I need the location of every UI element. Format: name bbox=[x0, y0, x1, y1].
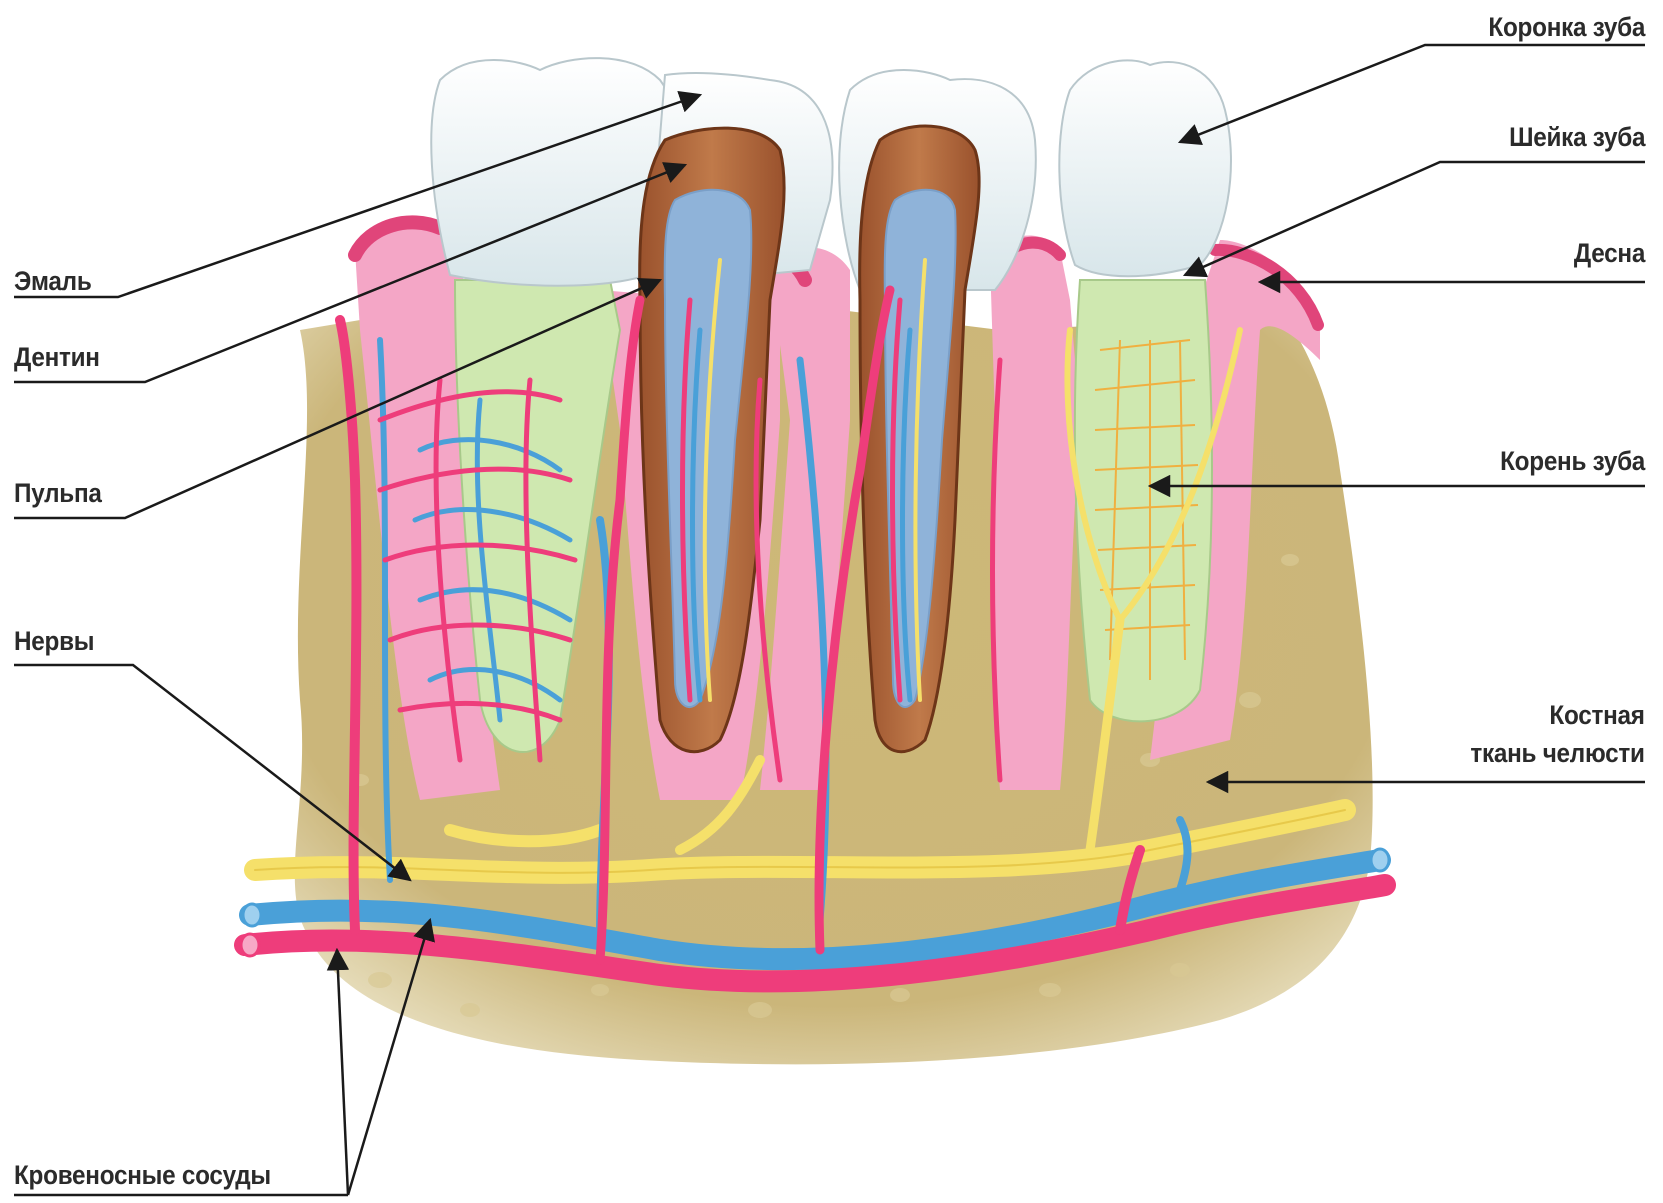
tooth-4 bbox=[1059, 60, 1231, 721]
label-pulp: Пульпа bbox=[14, 478, 102, 509]
label-nerves: Нервы bbox=[14, 626, 94, 657]
label-enamel: Эмаль bbox=[14, 266, 91, 297]
label-dentin: Дентин bbox=[14, 342, 100, 373]
label-blood-vessels: Кровеносные сосуды bbox=[14, 1160, 271, 1191]
label-gum: Десна bbox=[1574, 238, 1645, 269]
label-crown: Коронка зуба bbox=[1488, 12, 1645, 43]
label-bone-line2: ткань челюсти bbox=[1471, 734, 1645, 772]
label-bone: Костная ткань челюсти bbox=[1471, 696, 1645, 772]
label-neck: Шейка зуба bbox=[1509, 122, 1645, 153]
leader-blood-vessel-1 bbox=[337, 950, 348, 1195]
label-root: Корень зуба bbox=[1500, 446, 1645, 477]
label-bone-line1: Костная bbox=[1471, 696, 1645, 734]
